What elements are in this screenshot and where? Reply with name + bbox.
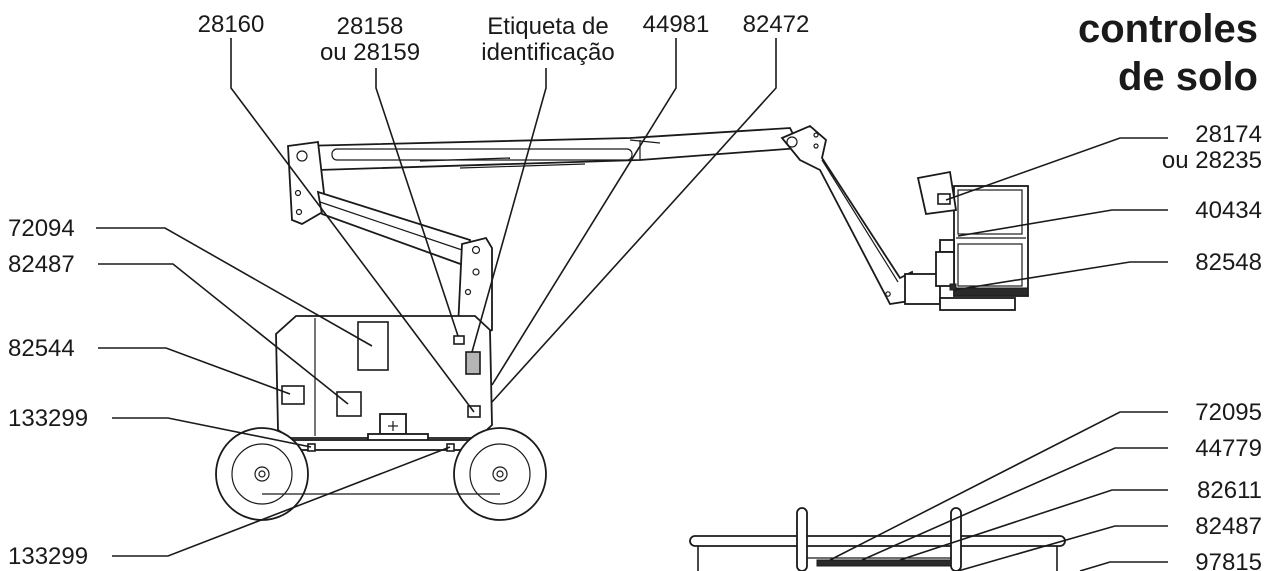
- label-82472: 82472: [743, 11, 810, 38]
- guardrail-detail: [689, 507, 1066, 571]
- leader-82544: [98, 347, 291, 395]
- label-82544: 82544: [8, 335, 75, 362]
- leader-82472: [491, 38, 777, 403]
- boom-pivot-plate: [287, 140, 327, 225]
- label-72095: 72095: [1195, 399, 1262, 426]
- boom-lift-drawing: [215, 124, 1066, 571]
- label-82548: 82548: [1195, 249, 1262, 276]
- leader-82611: [899, 489, 1168, 561]
- callout-labels: 28160 28158 ou 28159 Etiqueta de identif…: [8, 11, 1262, 571]
- leader-28160: [230, 38, 475, 413]
- wheel-left: [215, 427, 309, 521]
- leader-28174: [945, 137, 1168, 201]
- label-28158: 28158: [337, 13, 404, 40]
- label-44981: 44981: [643, 11, 710, 38]
- leader-72094: [96, 227, 373, 347]
- leader-82487a: [98, 263, 349, 405]
- label-44779: 44779: [1195, 435, 1262, 462]
- riser-boom: [316, 190, 472, 268]
- label-28160: 28160: [198, 11, 265, 38]
- axle-decal-left: [307, 443, 316, 452]
- label-133299-upper: 133299: [8, 405, 88, 432]
- wheel-right: [453, 427, 547, 521]
- title-line-1: controles: [1078, 7, 1258, 51]
- leader-82548: [953, 261, 1168, 291]
- label-133299-lower: 133299: [8, 543, 88, 570]
- leader-97815: [1079, 561, 1168, 571]
- chassis-hood: [275, 315, 493, 443]
- leader-44981: [491, 38, 677, 386]
- label-28159: ou 28159: [320, 39, 420, 66]
- label-28174: 28174: [1195, 121, 1262, 148]
- label-82487-right: 82487: [1195, 513, 1262, 540]
- label-id-tag-line-1: Etiqueta de: [487, 13, 608, 40]
- title-line-2: de solo: [1118, 55, 1258, 99]
- platform-basket: [916, 170, 1029, 311]
- leader-44779: [861, 447, 1168, 561]
- leader-lines: [96, 38, 1168, 571]
- label-72094: 72094: [8, 215, 75, 242]
- leader-72095: [829, 411, 1168, 561]
- leader-idtag: [471, 68, 547, 353]
- label-id-tag-line-2: identificação: [481, 39, 614, 66]
- leader-133299a: [112, 417, 312, 448]
- jib-arm: [780, 124, 941, 305]
- label-82611: 82611: [1197, 477, 1262, 504]
- leader-40434: [957, 209, 1168, 237]
- leader-82487b: [957, 525, 1168, 571]
- leader-28158: [375, 68, 459, 337]
- label-82487-left: 82487: [8, 251, 75, 278]
- label-40434: 40434: [1195, 197, 1262, 224]
- leader-133299b: [112, 446, 451, 557]
- label-97815: 97815: [1195, 549, 1262, 571]
- main-boom: [298, 127, 802, 171]
- label-28235: ou 28235: [1162, 147, 1262, 174]
